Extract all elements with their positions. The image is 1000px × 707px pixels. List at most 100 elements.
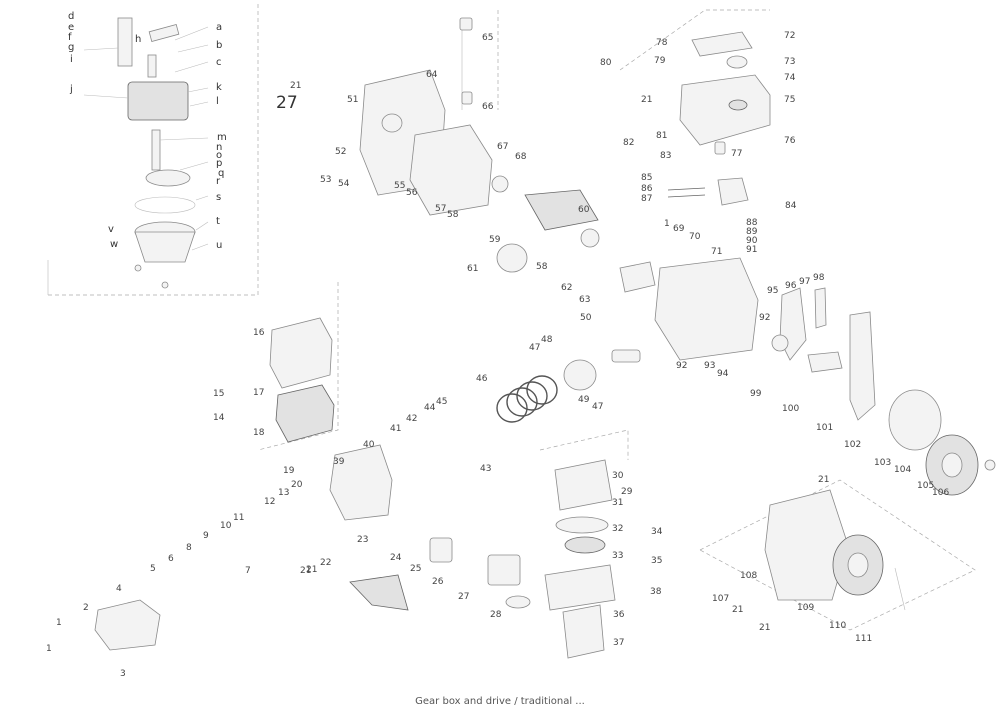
part-number-37: 37 [613,638,624,648]
crankcase-group [359,10,759,361]
kit-letter-e: e [68,22,74,33]
part-number-56: 56 [406,188,418,198]
part-number-1-2: 1 [46,644,52,654]
part-number-99: 99 [750,389,762,399]
part-number-94: 94 [717,369,729,379]
part-number-91: 91 [746,245,757,255]
part-number-30: 30 [612,471,624,481]
kit-letter-j: j [69,84,73,95]
kit-letter-p: p [216,158,222,169]
part-number-57: 57 [435,204,446,214]
linkage-group [667,177,876,421]
part-number-15: 15 [213,389,224,399]
part-number-27: 27 [458,592,469,602]
part-number-59: 59 [489,235,501,245]
part-number-76: 76 [784,136,796,146]
part-number-84: 84 [785,201,797,211]
part-number-19: 19 [283,466,295,476]
part-number-21-3: 21 [306,565,317,575]
part-number-14: 14 [213,413,225,423]
kit-letter-h: h [135,34,141,45]
part-number-13: 13 [278,488,289,498]
part-number-11: 11 [233,513,244,523]
kit-letter-c: c [216,57,222,68]
part-number-21-5: 21 [732,605,743,615]
part-number-35: 35 [651,556,662,566]
part-number-64: 64 [426,70,438,80]
piston-group [496,349,641,423]
part-number-6: 6 [168,554,174,564]
part-number-82: 82 [623,138,634,148]
part-number-90: 90 [746,236,758,246]
part-number-54: 54 [338,179,350,189]
part-number-58-2: 58 [536,262,548,272]
part-number-25: 25 [410,564,421,574]
part-number-47: 47 [529,343,540,353]
part-number-108: 108 [740,571,757,581]
part-number-1: 1 [56,618,62,628]
kit-letter-n: n [216,142,222,153]
part-number-55: 55 [394,181,405,191]
group-number-label: 27 [276,93,298,113]
part-number-78: 78 [656,38,668,48]
kit-letter-w: w [110,239,118,250]
flywheel-group [888,389,996,496]
part-number-29: 29 [621,487,633,497]
part-number-107: 107 [712,594,729,604]
part-number-3: 3 [120,669,126,679]
part-number-105: 105 [917,481,934,491]
part-number-7: 7 [245,566,251,576]
part-number-95: 95 [767,286,778,296]
part-number-16: 16 [253,328,265,338]
part-number-51: 51 [347,95,358,105]
kit-letter-b: b [216,40,222,51]
carburetor-inset [47,2,259,296]
part-number-66: 66 [482,102,494,112]
part-number-97: 97 [799,277,810,287]
part-number-36: 36 [613,610,625,620]
part-number-72: 72 [784,31,795,41]
kit-letter-i: i [70,54,73,65]
part-number-83: 83 [660,151,671,161]
part-number-43: 43 [480,464,491,474]
part-number-45: 45 [436,397,447,407]
kit-letter-r: r [216,176,221,187]
air-filter-group [539,429,629,659]
part-number-49: 49 [578,395,590,405]
part-number-22: 22 [320,558,331,568]
part-number-12: 12 [264,497,275,507]
part-number-69: 69 [673,224,685,234]
part-number-39: 39 [333,457,345,467]
part-number-96: 96 [785,281,797,291]
part-number-9: 9 [203,531,209,541]
part-number-8: 8 [186,543,192,553]
part-number-79: 79 [654,56,666,66]
part-number-111: 111 [855,634,872,644]
part-number-21-7: 21 [818,475,829,485]
part-number-5: 5 [150,564,156,574]
part-number-77: 77 [731,149,742,159]
part-number-34: 34 [651,527,663,537]
part-number-38: 38 [650,587,662,597]
part-number-62: 62 [561,283,572,293]
part-number-41: 41 [390,424,401,434]
kit-letter-m: m [217,132,227,143]
part-number-58: 58 [447,210,459,220]
part-number-50: 50 [580,313,592,323]
part-number-4: 4 [116,584,122,594]
kit-letter-k: k [216,82,222,93]
part-number-86: 86 [641,184,653,194]
part-number-70: 70 [689,232,701,242]
kit-letter-f: f [68,32,72,43]
part-number-44: 44 [424,403,436,413]
part-number-89: 89 [746,227,758,237]
part-number-10: 10 [220,521,232,531]
part-number-74: 74 [784,73,796,83]
part-number-31: 31 [612,498,623,508]
kit-letter-d: d [68,11,74,22]
part-number-17: 17 [253,388,264,398]
part-number-100: 100 [782,404,799,414]
part-number-106: 106 [932,488,949,498]
